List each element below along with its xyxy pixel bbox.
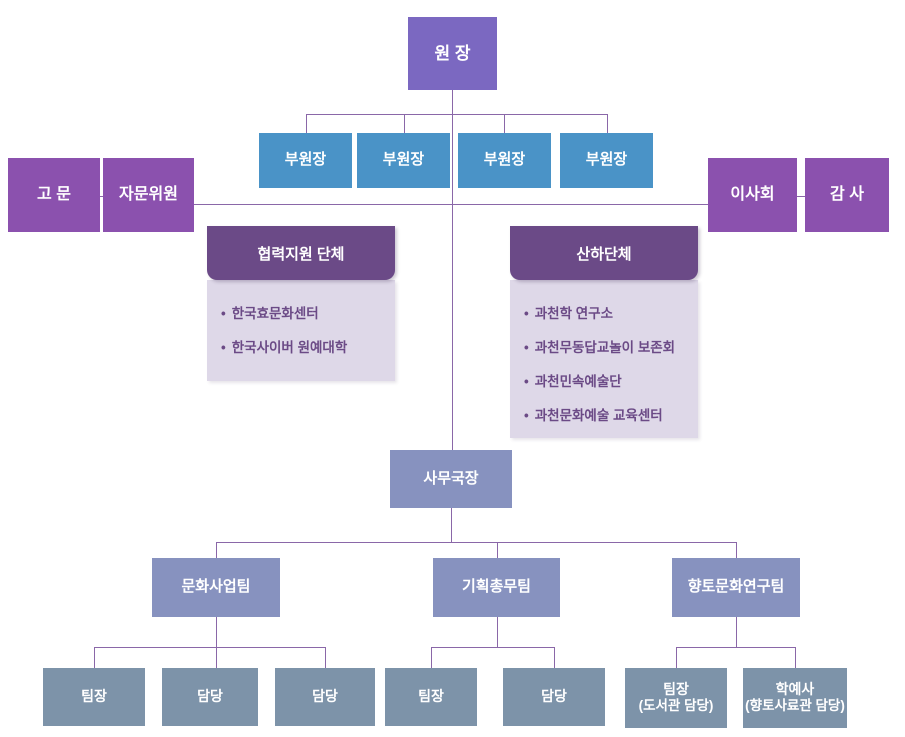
connector-vice-directors-horizontal (306, 114, 607, 115)
panel-cooperation-title: 협력지원 단체 (257, 245, 345, 263)
node-vice-director-2-label: 부원장 (382, 151, 425, 169)
leaf-team-1-leader: 팀장 (43, 668, 145, 726)
panel-affiliated-item: • 과천학 연구소 (524, 302, 690, 322)
node-team-1-label: 문화사업팀 (181, 578, 251, 596)
panel-cooperation-item-label: 한국효문화센터 (231, 306, 319, 321)
panel-cooperation-header: 협력지원 단체 (207, 226, 395, 280)
leaf-team-2-leader: 팀장 (385, 668, 477, 726)
bullet-icon: • (524, 306, 529, 321)
leaf-team-1-leader-label: 팀장 (81, 688, 107, 705)
leaf-team-3-curator-sublabel: (향토사료관 담당) (745, 698, 845, 714)
panel-cooperation-item: • 한국사이버 원예대학 (221, 336, 387, 356)
connector-team-2-child-2-drop (554, 647, 555, 668)
node-secretary-general: 사무국장 (390, 450, 512, 508)
connector-secretary-drop (451, 508, 452, 542)
node-director-label: 원 장 (434, 43, 471, 63)
connector-team-2-children-horizontal (431, 647, 554, 648)
node-auditor: 감 사 (805, 158, 889, 232)
connector-team-3-child-2-drop (795, 647, 796, 668)
panel-affiliated-body: • 과천학 연구소 • 과천무동답교놀이 보존회 • 과천민속예술단 • 과천문… (510, 280, 698, 438)
leaf-team-2-staff: 담당 (503, 668, 605, 726)
panel-cooperation-item-label: 한국사이버 원예대학 (231, 340, 348, 355)
connector-team-3-stem (736, 617, 737, 647)
connector-team-3-child-1-drop (676, 647, 677, 668)
node-advisor-label: 고 문 (37, 186, 71, 203)
connector-team-1-children-horizontal (94, 647, 325, 648)
leaf-team-3-curator-label: 학예사 (775, 680, 815, 697)
connector-team-2-stem (497, 617, 498, 647)
connector-team-1-child-3-drop (325, 647, 326, 668)
connector-team-1-child-1-drop (94, 647, 95, 668)
node-board-label: 이사회 (730, 186, 775, 203)
connector-team-1-drop (216, 542, 217, 558)
connector-team-3-drop (736, 542, 737, 558)
leaf-team-1-staff-1-label: 담당 (197, 688, 223, 705)
panel-affiliated-item: • 과천민속예술단 (524, 370, 690, 390)
leaf-team-1-staff-2-label: 담당 (312, 688, 338, 705)
node-secretary-general-label: 사무국장 (423, 469, 479, 487)
connector-team-1-stem (216, 617, 217, 668)
connector-team-3-children-horizontal (676, 647, 795, 648)
panel-affiliated-item-label: 과천민속예술단 (534, 374, 622, 389)
bullet-icon: • (221, 306, 226, 321)
node-team-2: 기획총무팀 (433, 558, 560, 617)
leaf-team-1-staff-2: 담당 (275, 668, 375, 726)
leaf-team-3-leader-library: 팀장 (도서관 담당) (625, 668, 727, 728)
connector-vice-3-drop (504, 114, 505, 133)
node-auditor-label: 감 사 (830, 186, 864, 203)
panel-affiliated-item-label: 과천학 연구소 (534, 306, 614, 321)
node-team-3-label: 향토문화연구팀 (687, 578, 785, 596)
panel-affiliated-item: • 과천무동답교놀이 보존회 (524, 336, 690, 356)
node-vice-director-1-label: 부원장 (284, 151, 327, 169)
bullet-icon: • (524, 340, 529, 355)
connector-teams-horizontal (216, 542, 736, 543)
panel-affiliated-item-label: 과천무동답교놀이 보존회 (534, 340, 676, 355)
panel-affiliated-title: 산하단체 (576, 245, 632, 263)
panel-cooperation-item: • 한국효문화센터 (221, 302, 387, 322)
leaf-team-3-leader-library-label: 팀장 (663, 680, 689, 697)
bullet-icon: • (221, 340, 226, 355)
connector-team-2-drop (497, 542, 498, 558)
node-vice-director-3: 부원장 (458, 133, 551, 188)
leaf-team-1-staff-1: 담당 (162, 668, 258, 726)
node-vice-director-4-label: 부원장 (585, 151, 628, 169)
node-team-1: 문화사업팀 (152, 558, 280, 617)
node-team-3: 향토문화연구팀 (672, 558, 800, 617)
node-team-2-label: 기획총무팀 (461, 578, 531, 596)
node-vice-director-2: 부원장 (357, 133, 450, 188)
node-director: 원 장 (408, 17, 497, 90)
panel-affiliated-item: • 과천문화예술 교육센터 (524, 404, 690, 424)
bullet-icon: • (524, 408, 529, 423)
node-board: 이사회 (708, 158, 797, 232)
leaf-team-3-curator: 학예사 (향토사료관 담당) (743, 668, 847, 728)
connector-vice-4-drop (607, 114, 608, 133)
bullet-icon: • (524, 374, 529, 389)
panel-cooperation-body: • 한국효문화센터 • 한국사이버 원예대학 (207, 280, 395, 381)
connector-board-auditor-link (797, 196, 805, 197)
node-advisory-committee: 자문위원 (103, 158, 194, 232)
leaf-team-2-staff-label: 담당 (541, 688, 567, 705)
connector-team-2-child-1-drop (431, 647, 432, 668)
panel-affiliated-item-label: 과천문화예술 교육센터 (534, 408, 663, 423)
connector-vice-2-drop (404, 114, 405, 133)
connector-advisor-link (100, 196, 104, 197)
connector-director-to-secretary (452, 90, 453, 450)
connector-vice-1-drop (306, 114, 307, 133)
node-vice-director-3-label: 부원장 (483, 151, 526, 169)
leaf-team-2-leader-label: 팀장 (418, 688, 444, 705)
node-advisory-committee-label: 자문위원 (119, 186, 178, 203)
node-advisor: 고 문 (8, 158, 100, 232)
leaf-team-3-leader-library-sublabel: (도서관 담당) (638, 698, 714, 714)
node-vice-director-4: 부원장 (560, 133, 653, 188)
connector-advisory-to-board (194, 204, 708, 205)
node-vice-director-1: 부원장 (259, 133, 352, 188)
panel-affiliated-header: 산하단체 (510, 226, 698, 280)
